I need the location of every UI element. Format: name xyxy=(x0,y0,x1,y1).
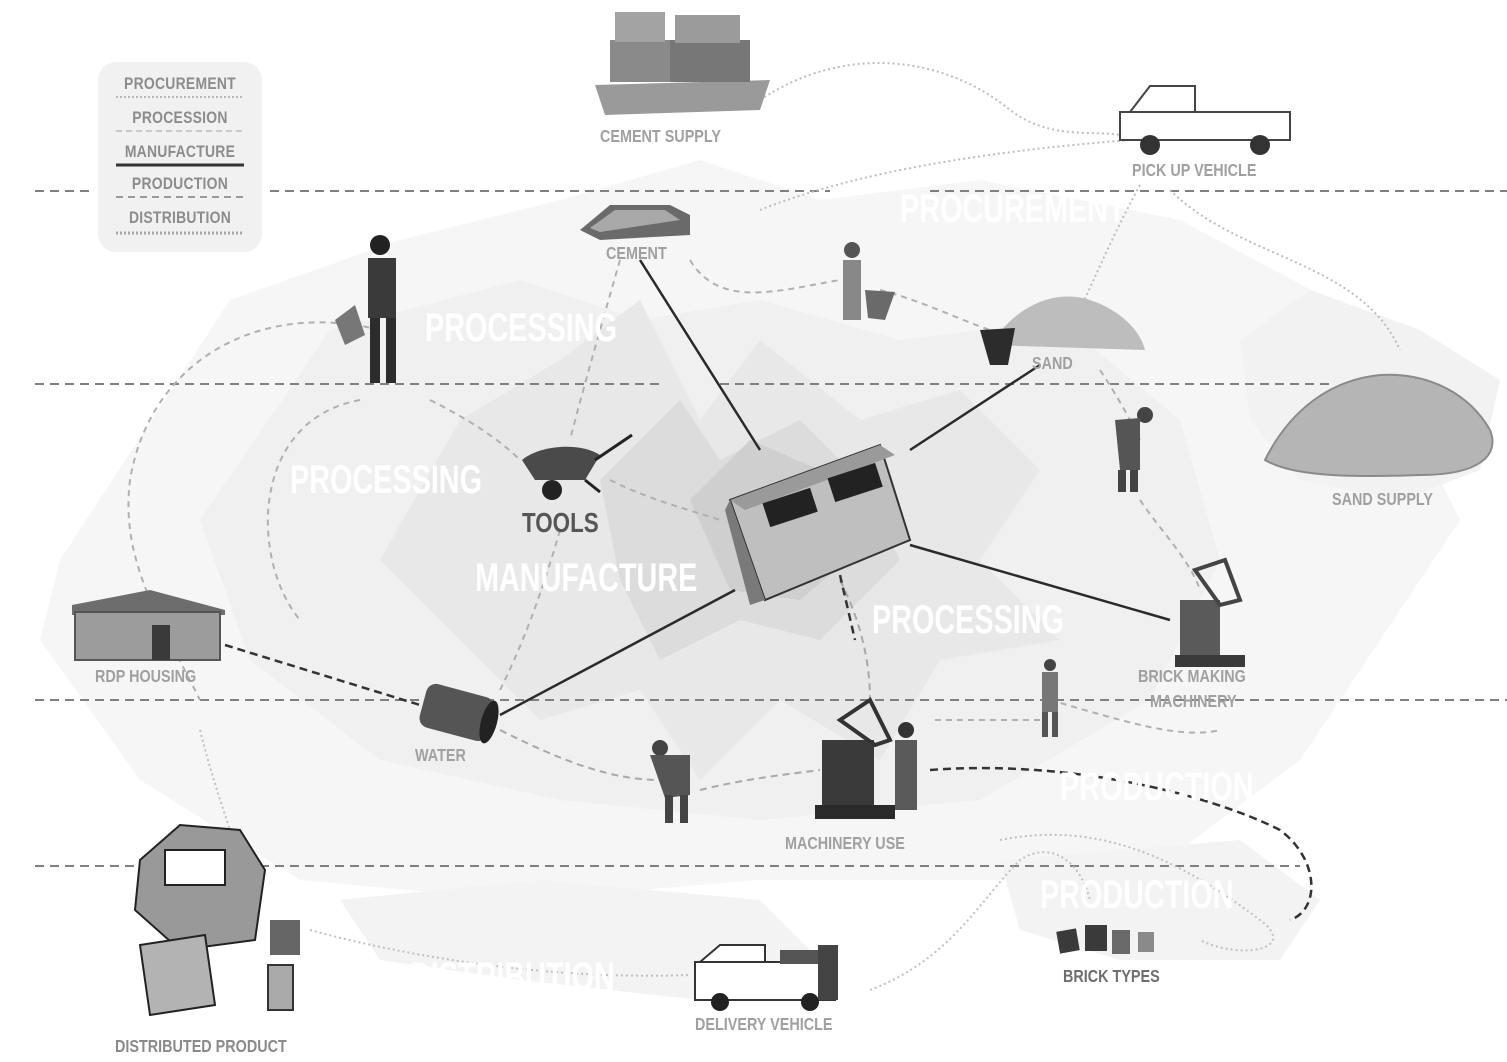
dark-dashed-links xyxy=(224,574,1313,922)
distributed-product-illustration xyxy=(133,823,300,1017)
worker-bending-left-illustration xyxy=(650,740,690,823)
legend-production-line xyxy=(116,196,244,198)
machinery-use-illustration xyxy=(815,697,917,819)
zone-words: PROCUREMENT PROCESSING PROCESSING MANUFA… xyxy=(290,186,1254,999)
label-machinery: MACHINERY xyxy=(1150,692,1237,712)
cement-bag-illustration xyxy=(580,205,690,240)
label-cement-supply: CEMENT SUPPLY xyxy=(600,127,721,147)
label-sand-supply: SAND SUPPLY xyxy=(1332,490,1433,510)
zone-processing-top: PROCESSING xyxy=(425,305,617,350)
label-sand: SAND xyxy=(1032,354,1073,374)
label-machinery-use: MACHINERY USE xyxy=(785,834,905,854)
zone-distribution: DISTRIBUTION xyxy=(410,954,615,999)
strong-links xyxy=(499,259,1171,717)
worker-lone-illustration xyxy=(1042,659,1058,737)
delivery-vehicle-illustration xyxy=(694,944,838,1011)
zone-processing-right: PROCESSING xyxy=(872,597,1064,642)
concrete-block-illustration xyxy=(725,443,912,605)
zone-manufacture: MANUFACTURE xyxy=(475,555,697,600)
legend-production: PRODUCTION xyxy=(131,174,229,193)
rdp-housing-illustration xyxy=(72,590,225,661)
legend-procession: PROCESSION xyxy=(132,108,228,127)
zone-procurement: PROCUREMENT xyxy=(900,186,1126,231)
zone-processing-left: PROCESSING xyxy=(290,457,482,502)
label-tools: TOOLS xyxy=(522,508,599,539)
sand-supply-illustration xyxy=(1263,373,1494,478)
cement-supply-illustration xyxy=(595,12,770,115)
brick-machine-illustration xyxy=(1175,557,1245,667)
label-pick-up-vehicle: PICK UP VEHICLE xyxy=(1132,161,1257,181)
zone-production-lower: PRODUCTION xyxy=(1040,872,1234,917)
legend-manufacture-line xyxy=(116,163,244,167)
legend-procession-line xyxy=(116,130,244,132)
node-labels: CEMENT SUPPLY PICK UP VEHICLE CEMENT SAN… xyxy=(95,127,1433,1057)
label-brick-types: BRICK TYPES xyxy=(1063,967,1160,987)
water-drum-illustration xyxy=(419,683,499,744)
label-cement: CEMENT xyxy=(606,244,667,264)
brick-types-illustration xyxy=(1056,925,1154,954)
pick-up-vehicle-illustration xyxy=(1119,85,1291,155)
label-brick-making: BRICK MAKING xyxy=(1138,667,1246,687)
label-delivery-vehicle: DELIVERY VEHICLE xyxy=(695,1015,833,1035)
production-links xyxy=(499,579,871,791)
worker-wheelbarrow-illustration xyxy=(843,242,895,320)
legend: PROCUREMENT PROCESSION MANUFACTURE PRODU… xyxy=(98,62,262,252)
worker-shovel-illustration xyxy=(335,235,396,383)
legend-procurement-line xyxy=(116,96,244,98)
legend-distribution: DISTRIBUTION xyxy=(128,208,232,227)
zone-production-upper: PRODUCTION xyxy=(1060,764,1254,809)
legend-procurement: PROCUREMENT xyxy=(124,74,236,93)
distribution-links xyxy=(199,729,1275,991)
legend-distribution-line xyxy=(116,231,244,235)
sand-pile-illustration xyxy=(980,296,1145,365)
legend-manufacture: MANUFACTURE xyxy=(124,142,236,161)
wheelbarrow-tools-illustration xyxy=(522,433,633,500)
label-rdp-housing: RDP HOUSING xyxy=(95,667,196,687)
label-water: WATER xyxy=(415,746,466,766)
label-distributed-product: DISTRIBUTED PRODUCT xyxy=(115,1037,287,1057)
worker-bending-sand-illustration xyxy=(1115,407,1153,492)
